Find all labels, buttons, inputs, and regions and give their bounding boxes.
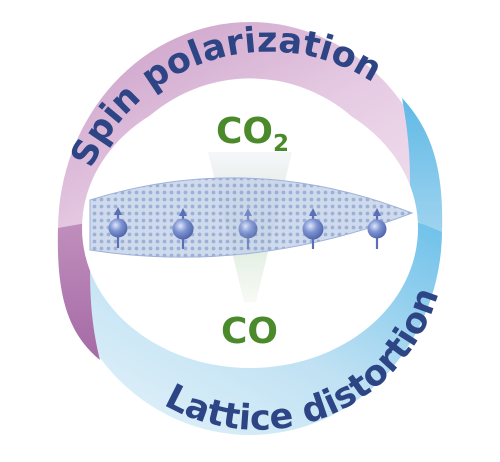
lattice-sheet (89, 177, 414, 258)
bottom-cycle-band (58, 218, 442, 435)
spin-atom-5 (367, 208, 387, 249)
top-cycle-band (58, 22, 442, 230)
spin-atoms (108, 207, 387, 249)
spin-atom-3 (238, 208, 258, 249)
reactant-subscript: 2 (273, 131, 289, 157)
product-label: CO (221, 311, 278, 352)
reactant-label: CO2 (216, 111, 289, 157)
spin-atom-1 (108, 207, 128, 248)
reactant-base: CO (216, 111, 273, 152)
spin-atom-4 (302, 208, 324, 249)
spin-atom-2 (172, 208, 194, 249)
